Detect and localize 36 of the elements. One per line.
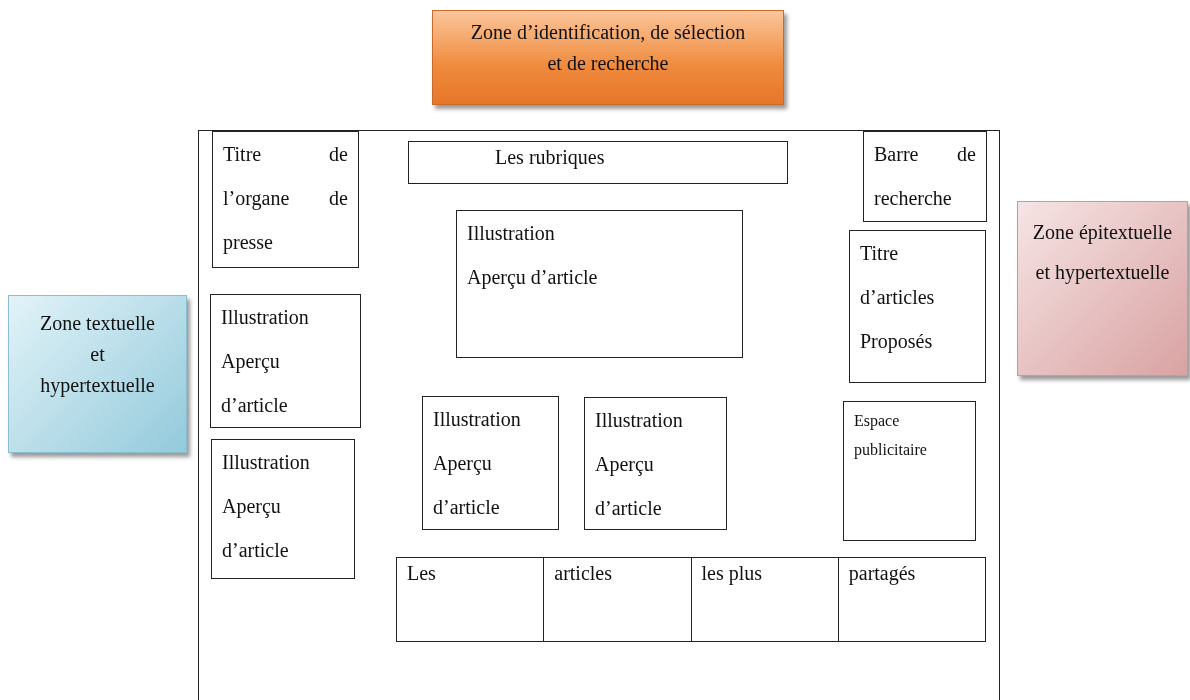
content-box: [212, 131, 359, 268]
box-text: Zone textuelle et hypertextuelle: [39, 311, 156, 399]
table-cell-text: partagés: [847, 561, 917, 587]
content-box: [849, 230, 986, 383]
box-text: Zone épitextuelle et hypertextuelle: [1031, 220, 1174, 286]
content-box: [422, 396, 559, 530]
box-text: Espace publicitaire: [854, 411, 928, 461]
content-box: [584, 397, 727, 530]
box-text: Zone d’identification, de sélection et de recherche: [469, 20, 747, 76]
table-cell: articles: [544, 558, 692, 641]
box-text: Les rubriques: [495, 145, 606, 171]
box-text: Illustration: [433, 407, 522, 432]
page-frame: [198, 130, 1000, 700]
box-text: Aperçu d’article: [433, 451, 501, 520]
zone-label-box: [1017, 201, 1188, 376]
content-box: [211, 439, 355, 579]
table-cell: Les: [397, 558, 545, 641]
box-text: Illustration: [221, 305, 310, 330]
box-text: Aperçu d’article: [221, 349, 289, 418]
box-text: Aperçu d’article: [467, 265, 599, 291]
content-box: [863, 131, 987, 222]
zone-label-box: [8, 295, 187, 453]
ad-space-box: [843, 401, 976, 541]
zone-label-box: [432, 10, 784, 105]
table-cell: les plus: [691, 558, 839, 641]
box-text: Titre de l’organe de presse: [223, 142, 348, 256]
box-text: Illustration: [222, 450, 311, 475]
content-box: [456, 210, 743, 358]
box-text: Aperçu d’article: [595, 452, 663, 521]
box-text: Aperçu d’article: [222, 494, 290, 563]
box-text: Titre d’articles Proposés: [860, 241, 936, 355]
section-bar: [408, 141, 788, 184]
box-text: Illustration: [467, 221, 556, 246]
box-text: Illustration: [595, 408, 684, 433]
box-text: Barre de recherche: [874, 142, 976, 211]
content-box: [210, 294, 361, 428]
